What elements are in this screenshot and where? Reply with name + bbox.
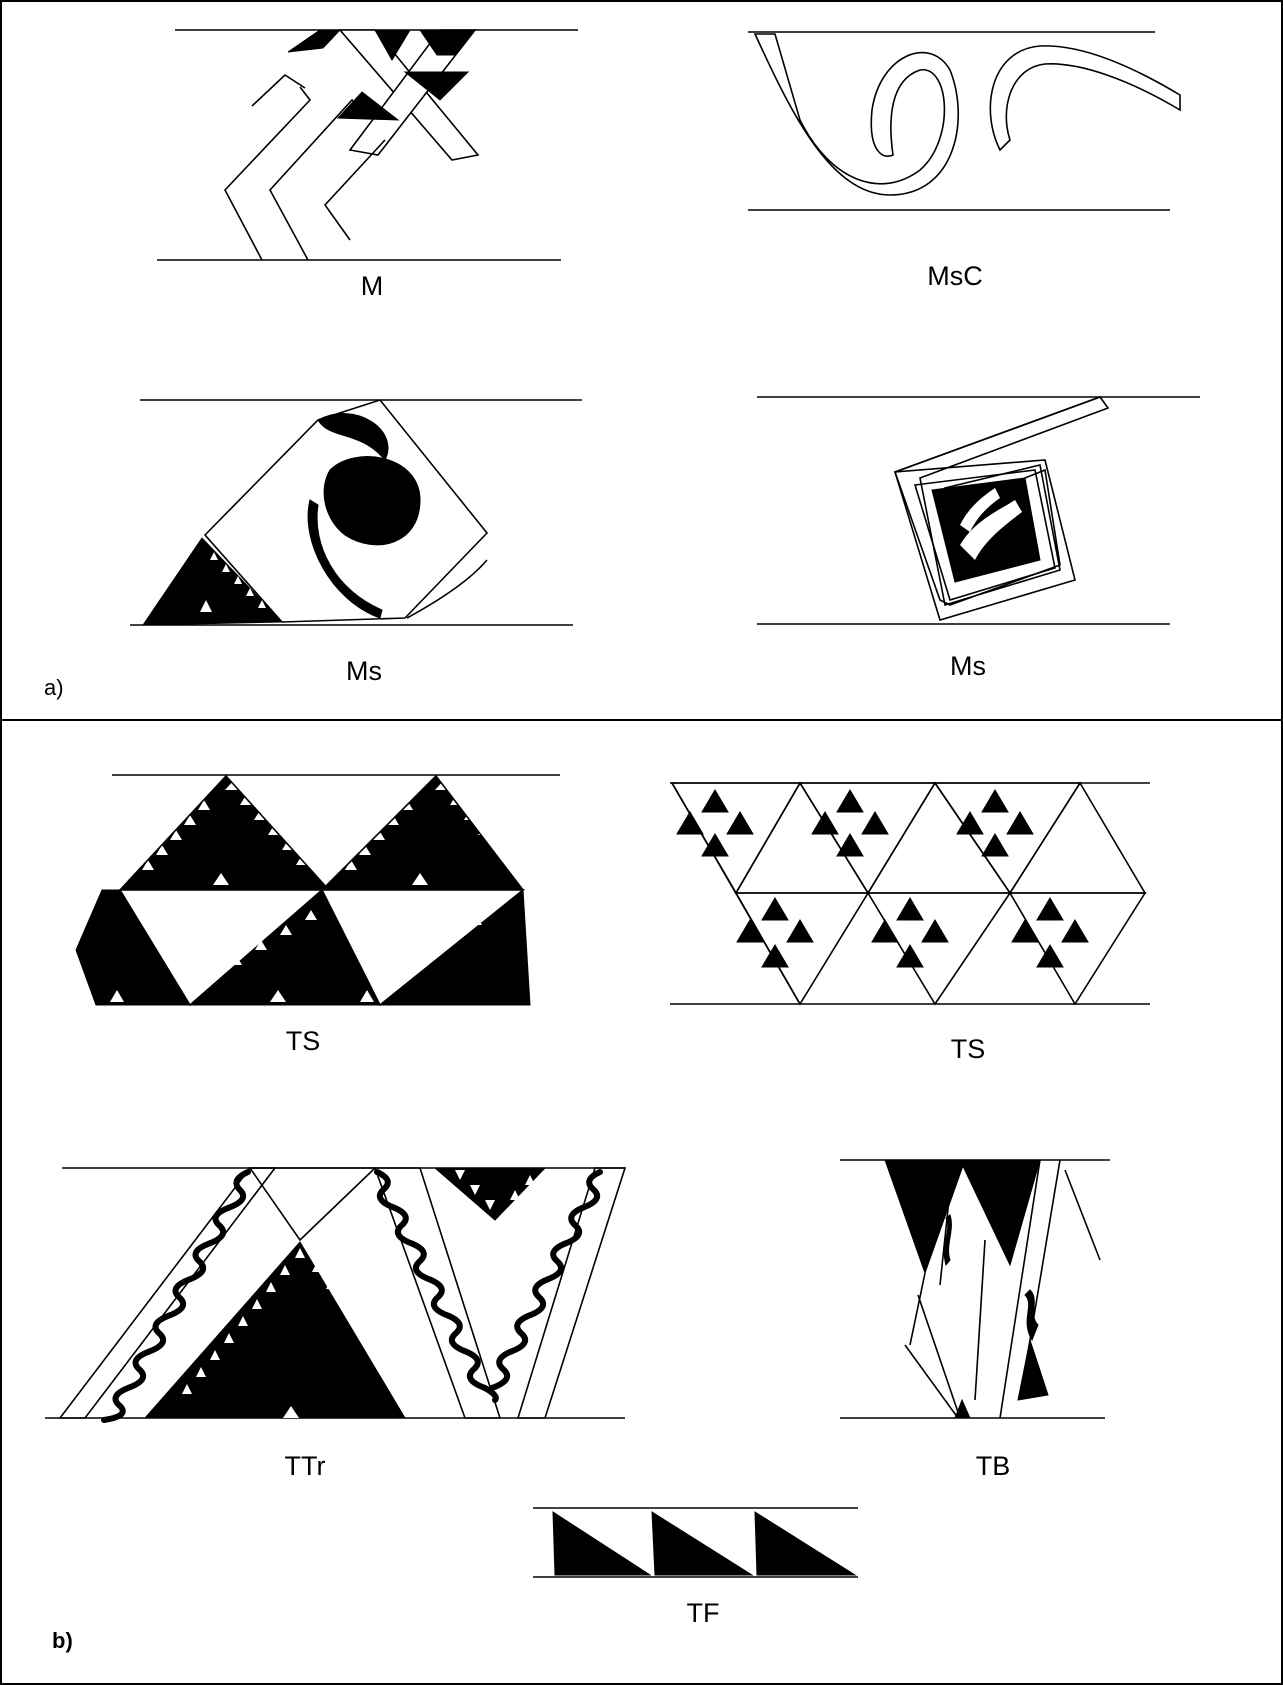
motif-ms-left: Ms bbox=[130, 400, 582, 686]
label-ms-left: Ms bbox=[346, 656, 382, 686]
panel-a: M MsC bbox=[44, 30, 1200, 700]
label-ms-right: Ms bbox=[950, 651, 986, 681]
panel-label-a: a) bbox=[44, 675, 64, 700]
motif-tf: TF bbox=[533, 1508, 858, 1628]
label-tb: TB bbox=[976, 1451, 1011, 1481]
motif-ms-right: Ms bbox=[757, 397, 1200, 681]
motif-tb: TB bbox=[840, 1160, 1110, 1481]
motif-ts-left: TS bbox=[76, 775, 560, 1056]
panel-b: TS bbox=[45, 775, 1150, 1653]
label-ts-left: TS bbox=[286, 1026, 321, 1056]
label-msc: MsC bbox=[927, 261, 983, 291]
panel-label-b: b) bbox=[52, 1628, 73, 1653]
label-ttr: TTr bbox=[285, 1451, 326, 1481]
motif-ttr: TTr bbox=[45, 1168, 625, 1481]
label-tf: TF bbox=[687, 1598, 720, 1628]
motif-m: M bbox=[157, 30, 578, 301]
motif-msc: MsC bbox=[748, 32, 1180, 291]
label-m: M bbox=[361, 271, 384, 301]
label-ts-right: TS bbox=[951, 1034, 986, 1064]
motif-ts-right: TS bbox=[670, 783, 1150, 1064]
